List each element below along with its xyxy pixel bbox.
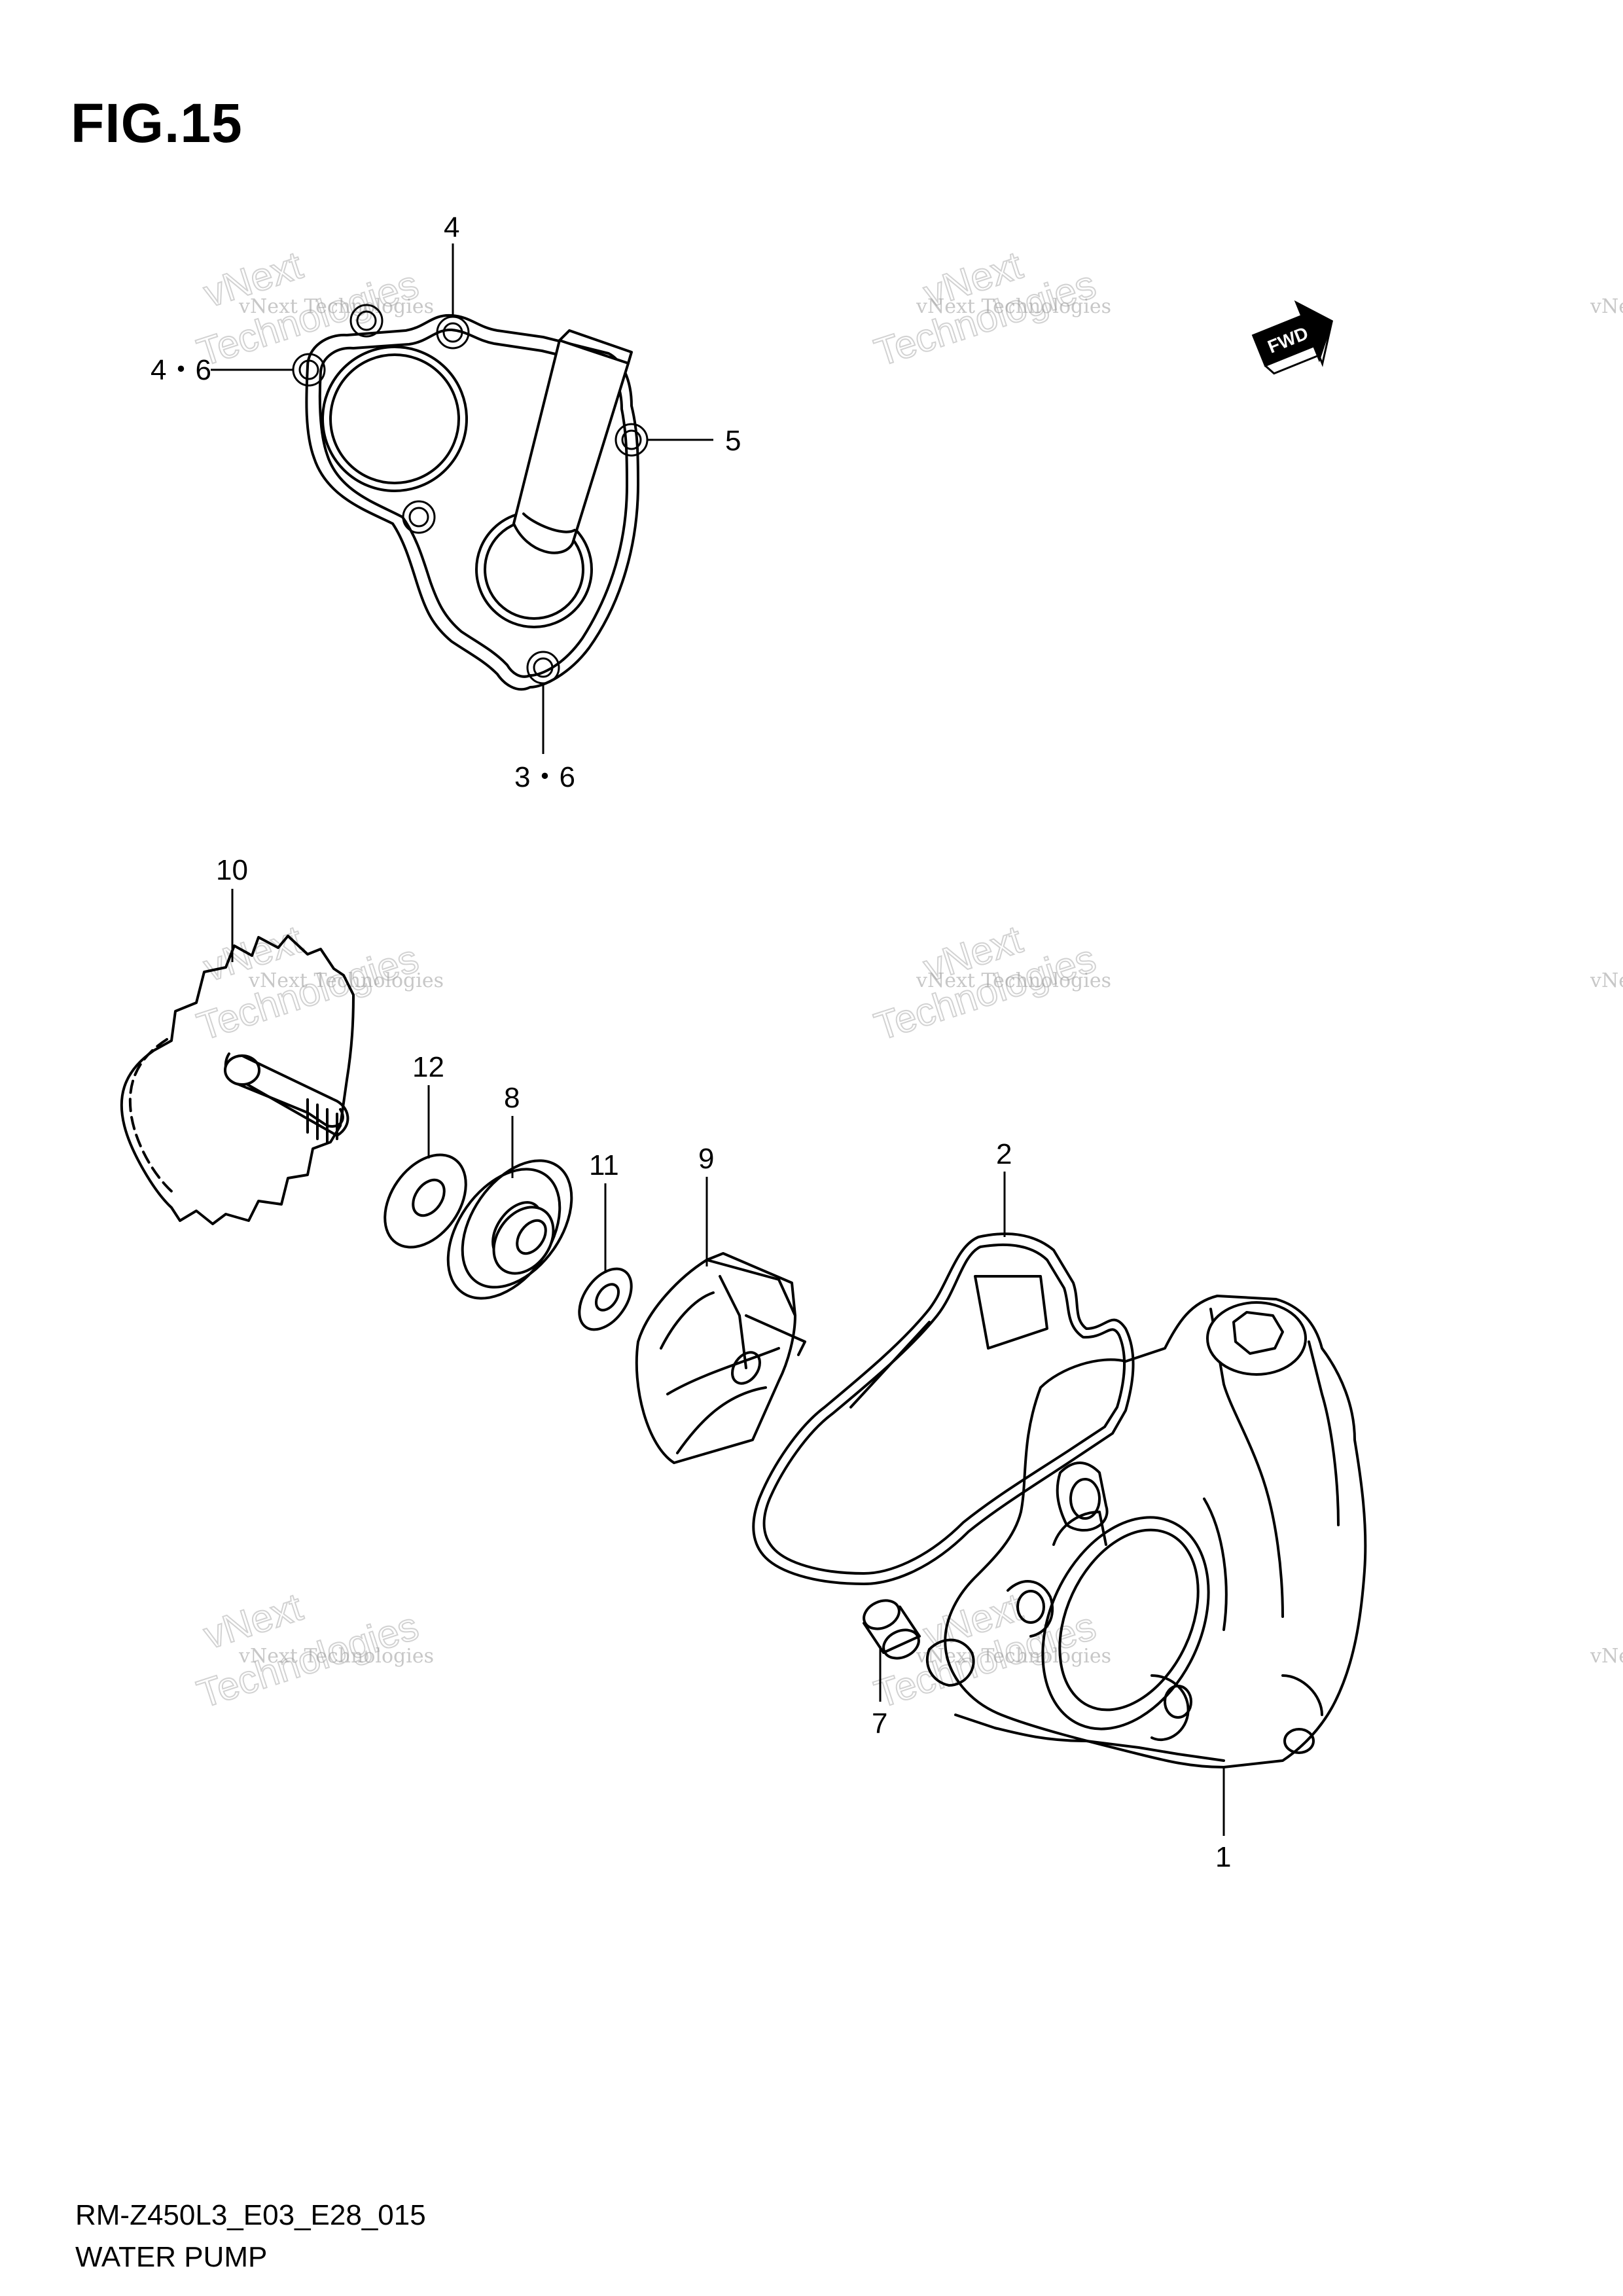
- washer-part-11: [578, 1267, 633, 1331]
- section-name: WATER PUMP: [75, 2241, 268, 2273]
- fwd-arrow-icon: FWD: [1251, 300, 1334, 375]
- watermark-low-left: vNext Technologies vNext Technologies: [191, 1584, 434, 1717]
- callout-1: 1: [1215, 1841, 1231, 1873]
- figure-title: FIG.15: [71, 92, 243, 154]
- callout-9: 9: [698, 1143, 714, 1175]
- callout-4-6: 4・6: [151, 354, 211, 386]
- washer-part-12: [383, 1153, 467, 1249]
- callout-12: 12: [412, 1051, 444, 1083]
- watermark-small: vNext Technologies: [916, 969, 1111, 992]
- callout-10: 10: [216, 854, 248, 886]
- model-code: RM-Z450L3_E03_E28_015: [75, 2199, 426, 2231]
- callout-7: 7: [872, 1708, 887, 1740]
- leader-lines: [211, 243, 1225, 1836]
- callout-labels: 4 4・6 5 3・6 10 12 8 11 9 2 7 1: [151, 211, 1231, 1873]
- watermark-edge-c: vNext Technologies: [1590, 1645, 1623, 1668]
- callout-3-6: 3・6: [514, 761, 575, 793]
- pump-cover: [292, 304, 649, 691]
- impeller-part-9: [635, 1252, 806, 1464]
- watermark-small: vNext Technologies: [238, 295, 434, 318]
- watermark-right-edge: vNext Technologies vNext Technologies vN…: [1590, 295, 1623, 1668]
- watermark-mid-center: vNext Technologies vNext Technologies: [868, 916, 1111, 1049]
- watermark-mid-left: vNext Technologies vNext Technologies: [191, 916, 444, 1049]
- watermark-small: vNext Technologies: [916, 295, 1111, 318]
- watermark-top-center: vNext Technologies vNext Technologies: [868, 242, 1111, 375]
- callout-2: 2: [996, 1138, 1012, 1170]
- gasket-part-2: [752, 1232, 1135, 1585]
- watermark-small: vNext Technologies: [238, 1645, 434, 1668]
- callout-8: 8: [504, 1082, 520, 1114]
- oil-seal-part-8: [446, 1159, 573, 1300]
- callout-5: 5: [725, 425, 741, 457]
- dowel-pin-part-7: [863, 1599, 921, 1660]
- callout-4: 4: [444, 211, 459, 243]
- watermark-edge-b: vNext Technologies: [1590, 969, 1623, 992]
- watermark-edge-a: vNext Technologies: [1590, 295, 1623, 318]
- callout-11: 11: [589, 1149, 619, 1181]
- pump-drive-gear-and-shaft: [120, 935, 355, 1225]
- watermark-group: vNext Technologies vNext Technologies vN…: [191, 242, 1623, 1717]
- pump-body-part-1: [925, 1295, 1367, 1768]
